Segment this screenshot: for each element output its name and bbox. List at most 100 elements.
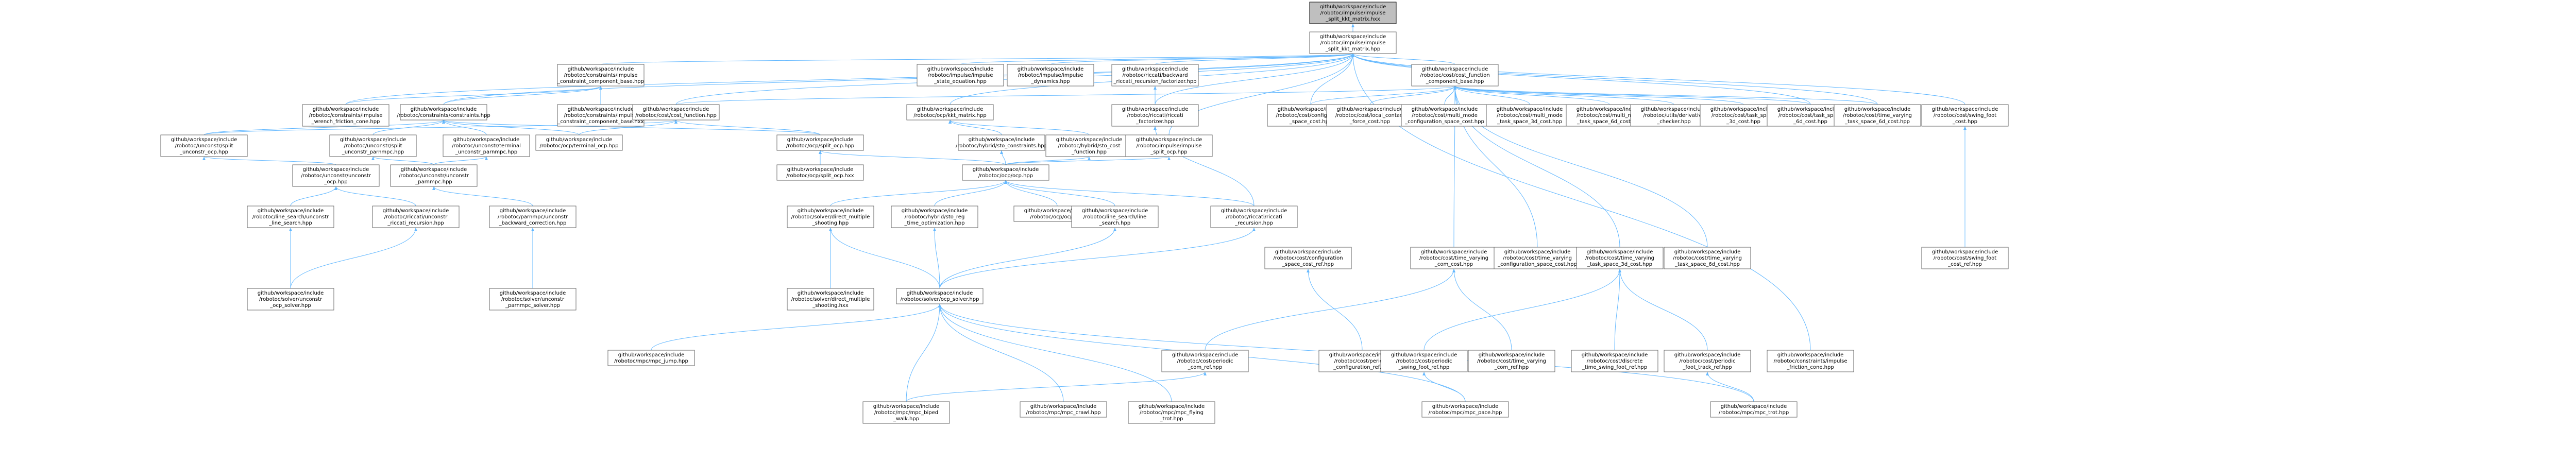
node-bwd[interactable]: github/workspace/include/robotoc/riccati… <box>1111 64 1199 87</box>
node-swr[interactable]: github/workspace/include/robotoc/cost/sw… <box>1921 247 2009 269</box>
node-ptime[interactable]: github/workspace/include/robotoc/cost/di… <box>1571 350 1658 372</box>
node-label-line: _split_kkt_matrix.hpp <box>1325 46 1380 52</box>
node-ubk[interactable]: github/workspace/include/robotoc/parnmpc… <box>489 205 577 228</box>
node-ups[interactable]: github/workspace/include/robotoc/solver/… <box>489 288 577 311</box>
node-pcomr[interactable]: github/workspace/include/robotoc/cost/ti… <box>1468 350 1555 372</box>
node-label-line: github/workspace/include <box>907 290 973 296</box>
node-pswf[interactable]: github/workspace/include/robotoc/cost/pe… <box>1380 350 1468 372</box>
node-ptrack[interactable]: github/workspace/include/robotoc/cost/pe… <box>1664 350 1751 372</box>
node-tvcom[interactable]: github/workspace/include/robotoc/cost/ti… <box>1410 247 1498 269</box>
node-ccfg[interactable]: github/workspace/include/robotoc/cost/co… <box>1264 247 1352 269</box>
node-cmcfg[interactable]: github/workspace/include/robotoc/cost/mu… <box>1401 104 1488 127</box>
node-term[interactable]: github/workspace/include/robotoc/ocp/ter… <box>535 134 623 151</box>
node-tvts3[interactable]: github/workspace/include/robotoc/cost/ti… <box>1576 247 1664 269</box>
node-pcrawl[interactable]: github/workspace/include/robotoc/mpc/mpc… <box>1020 401 1107 418</box>
dependency-edge <box>1707 371 1754 402</box>
node-label-line: /robotoc/hybrid/sto_cost <box>1058 143 1121 149</box>
dependency-edge <box>204 156 336 165</box>
edge-arrowhead <box>334 186 337 190</box>
node-box <box>247 288 334 311</box>
node-label-line: github/workspace/include <box>902 208 968 214</box>
node-uls[interactable]: github/workspace/include/robotoc/line_se… <box>247 205 334 228</box>
node-label-line: /robotoc/ocp/split_ocp.hxx <box>786 173 854 179</box>
node-pjump[interactable]: github/workspace/include/robotoc/mpc/mpc… <box>607 350 695 366</box>
dependency-edge <box>443 85 601 105</box>
node-lcf[interactable]: github/workspace/include/robotoc/cost/lo… <box>1326 104 1414 127</box>
node-pfly[interactable]: github/workspace/include/robotoc/mpc/mpc… <box>1128 401 1215 424</box>
node-label-line: github/workspace/include <box>1122 107 1189 112</box>
node-label-line: github/workspace/include <box>1122 66 1189 72</box>
node-cfun[interactable]: github/workspace/include/robotoc/cost/co… <box>632 104 720 121</box>
node-kkt[interactable]: github/workspace/include/robotoc/ocp/kkt… <box>906 104 994 121</box>
node-fcone[interactable]: github/workspace/include/robotoc/constra… <box>1767 350 1854 372</box>
node-cfr[interactable]: github/workspace/include/robotoc/constra… <box>302 104 389 127</box>
node-pcom[interactable]: github/workspace/include/robotoc/cost/pe… <box>1161 350 1249 372</box>
node-uocp[interactable]: github/workspace/include/robotoc/unconst… <box>292 164 380 187</box>
node-socp[interactable]: github/workspace/include/robotoc/ocp/spl… <box>776 134 864 151</box>
dependency-edge <box>1423 268 1620 351</box>
dependency-edge <box>934 227 940 289</box>
node-label-line: github/workspace/include <box>1320 4 1386 10</box>
node-urec[interactable]: github/workspace/include/robotoc/riccati… <box>372 205 460 228</box>
node-cons[interactable]: github/workspace/include/robotoc/constra… <box>397 104 490 121</box>
dependency-edge <box>204 119 676 135</box>
node-tvts[interactable]: github/workspace/include/robotoc/cost/ti… <box>1834 104 1921 127</box>
node-usplit[interactable]: github/workspace/include/robotoc/unconst… <box>329 134 417 157</box>
node-socpx[interactable]: github/workspace/include/robotoc/ocp/spl… <box>776 164 864 181</box>
node-label-line: /robotoc/riccati/backward <box>1122 73 1188 78</box>
node-tvcfg[interactable]: github/workspace/include/robotoc/cost/ti… <box>1494 247 1581 269</box>
node-ccb[interactable]: github/workspace/include/robotoc/constra… <box>557 64 645 87</box>
node-root[interactable]: github/workspace/include/robotoc/impulse… <box>1309 2 1397 24</box>
node-split[interactable]: github/workspace/include/robotoc/unconst… <box>160 134 248 157</box>
dependency-edge <box>443 119 821 135</box>
node-isocp[interactable]: github/workspace/include/robotoc/impulse… <box>1125 134 1213 157</box>
node-ptrot[interactable]: github/workspace/include/robotoc/mpc/mpc… <box>1710 401 1798 418</box>
node-ls[interactable]: github/workspace/include/robotoc/line_se… <box>1071 205 1159 228</box>
node-label-line: _task_space_3d_cost.hpp <box>1587 262 1652 267</box>
dependency-edge <box>1454 85 1610 105</box>
node-label-line: /robotoc/cost/configuration <box>1276 113 1345 118</box>
node-label-line: _com_cost.hpp <box>1434 262 1473 267</box>
node-label-line: /robotoc/cost/periodic <box>1680 358 1736 364</box>
node-box <box>1309 31 1397 54</box>
node-isk[interactable]: github/workspace/include/robotoc/impulse… <box>1309 31 1397 54</box>
node-label-line: _ocp_solver.hpp <box>269 303 311 308</box>
node-hybc[interactable]: github/workspace/include/robotoc/hybrid/… <box>1045 134 1133 157</box>
node-label-line: _wrench_friction_cone.hpp <box>311 119 380 125</box>
node-uterm[interactable]: github/workspace/include/robotoc/unconst… <box>443 134 530 157</box>
node-label-line: _parnmpc_solver.hpp <box>505 303 560 308</box>
node-box <box>1326 104 1414 127</box>
node-hyb[interactable]: github/workspace/include/robotoc/hybrid/… <box>956 134 1047 151</box>
node-ise[interactable]: github/workspace/include/robotoc/impulse… <box>917 64 1004 87</box>
node-dms[interactable]: github/workspace/include/robotoc/solver/… <box>787 205 874 228</box>
node-label-line: _component_base.hpp <box>1426 79 1484 84</box>
dependency-edge <box>433 156 487 165</box>
node-box <box>1921 104 2009 127</box>
node-ccbx[interactable]: github/workspace/include/robotoc/constra… <box>557 104 645 127</box>
node-ocps[interactable]: github/workspace/include/robotoc/solver/… <box>896 288 984 304</box>
node-uocps[interactable]: github/workspace/include/robotoc/solver/… <box>247 288 334 311</box>
node-rrr[interactable]: github/workspace/include/robotoc/riccati… <box>1210 205 1298 228</box>
node-label-line: /robotoc/hybrid/sto_constraints.hpp <box>956 143 1047 149</box>
node-rfac[interactable]: github/workspace/include/robotoc/riccati… <box>1111 104 1199 127</box>
node-ppace[interactable]: github/workspace/include/robotoc/mpc/mpc… <box>1421 401 1509 418</box>
edge-arrowhead <box>1453 86 1456 90</box>
node-pbip[interactable]: github/workspace/include/robotoc/mpc/mpc… <box>862 401 950 424</box>
node-ocp[interactable]: github/workspace/include/robotoc/ocp/ocp… <box>962 164 1049 181</box>
dependency-edge <box>290 227 416 289</box>
node-dmsx[interactable]: github/workspace/include/robotoc/solver/… <box>787 288 874 311</box>
node-label-line: github/workspace/include <box>973 167 1039 173</box>
node-tvts6[interactable]: github/workspace/include/robotoc/cost/ti… <box>1664 247 1751 269</box>
node-box <box>958 134 1045 151</box>
node-stoo[interactable]: github/workspace/include/robotoc/hybrid/… <box>891 205 978 228</box>
node-label-line: github/workspace/include <box>401 167 467 173</box>
node-swf[interactable]: github/workspace/include/robotoc/cost/sw… <box>1921 104 2009 127</box>
node-upar[interactable]: github/workspace/include/robotoc/unconst… <box>390 164 478 187</box>
dependency-edge <box>443 119 487 135</box>
node-cmts[interactable]: github/workspace/include/robotoc/cost/mu… <box>1486 104 1573 127</box>
node-label-line: _3d_cost.hpp <box>1726 119 1760 125</box>
node-label-line: /robotoc/cost/periodic <box>1396 358 1452 364</box>
node-idyn[interactable]: github/workspace/include/robotoc/impulse… <box>1007 64 1094 87</box>
node-ccfb[interactable]: github/workspace/include/robotoc/cost/co… <box>1411 64 1499 87</box>
node-box <box>787 288 874 311</box>
